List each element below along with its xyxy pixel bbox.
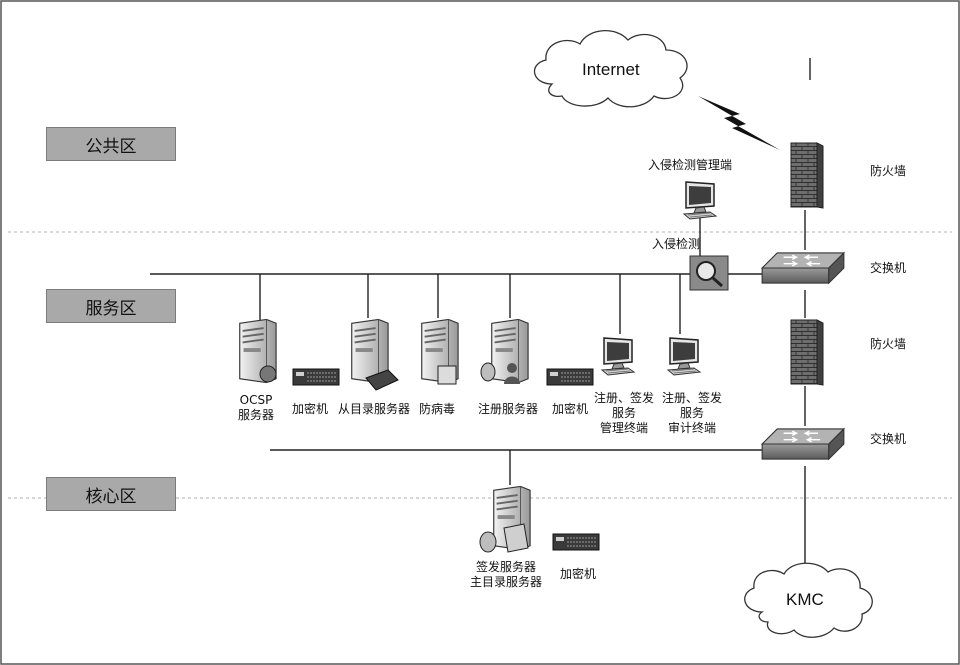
sign-server-icon xyxy=(479,485,532,553)
zone-label-core: 核心区 xyxy=(46,477,176,511)
management-terminal-label-line1: 注册、签发 xyxy=(594,391,655,405)
audit-terminal-label-line2: 服务 xyxy=(680,406,705,420)
zone-label-service: 服务区 xyxy=(46,289,176,323)
encryptor-2-label: 加密机 xyxy=(552,402,589,416)
sign-server-label-line1: 签发服务器 xyxy=(476,560,537,574)
antivirus-label: 防病毒 xyxy=(419,402,456,416)
firewall-mid-label: 防火墙 xyxy=(870,337,907,351)
management-terminal-monitor-icon xyxy=(601,337,635,376)
kmc-cloud-icon xyxy=(744,562,873,638)
management-terminal-label-line3: 管理终端 xyxy=(600,421,649,435)
firewall-top-label: 防火墙 xyxy=(870,164,907,178)
sign-server-label-line2: 主目录服务器 xyxy=(470,575,543,589)
switch-bottom-icon xyxy=(761,428,845,460)
registration-server-icon xyxy=(480,318,530,384)
firewall-mid-icon xyxy=(790,319,824,386)
switch-top-label: 交换机 xyxy=(870,261,907,275)
registration-server-label: 注册服务器 xyxy=(478,402,539,416)
internet-label: Internet xyxy=(582,60,640,79)
encryptor-3-icon xyxy=(552,533,600,551)
switch-bottom-label: 交换机 xyxy=(870,432,907,446)
lightning-icon xyxy=(698,96,780,150)
switch-top-icon xyxy=(761,252,845,284)
connection-lines xyxy=(150,58,811,570)
ocsp-label: OCSP 服务器 xyxy=(238,393,274,423)
ids-console-monitor-icon xyxy=(683,181,717,220)
slave-directory-server-label: 从目录服务器 xyxy=(338,402,411,416)
encryptor-2-icon xyxy=(546,368,594,386)
magnifier-icon xyxy=(689,255,729,291)
ids-label: 入侵检测 xyxy=(652,237,701,251)
audit-terminal-label: 注册、签发 服务 审计终端 xyxy=(662,391,722,436)
audit-terminal-label-line1: 注册、签发 xyxy=(662,391,723,405)
encryptor-3-label: 加密机 xyxy=(560,567,597,581)
ocsp-label-line1: OCSP xyxy=(239,393,273,407)
antivirus-server-icon xyxy=(420,318,460,385)
audit-terminal-label-line3: 审计终端 xyxy=(668,421,717,435)
management-terminal-label: 注册、签发 服务 管理终端 xyxy=(594,391,654,436)
firewall-top-icon xyxy=(790,142,824,209)
encryptor-1-icon xyxy=(292,368,340,386)
encryptor-1-label: 加密机 xyxy=(292,402,329,416)
ocsp-server-icon xyxy=(238,318,278,384)
slave-directory-server-icon xyxy=(350,318,399,391)
ids-console-label: 入侵检测管理端 xyxy=(648,158,733,172)
management-terminal-label-line2: 服务 xyxy=(612,406,637,420)
audit-terminal-monitor-icon xyxy=(667,337,701,376)
sign-server-label: 签发服务器 主目录服务器 xyxy=(470,560,542,590)
kmc-label: KMC xyxy=(786,590,824,609)
ocsp-label-line2: 服务器 xyxy=(238,408,275,422)
zone-label-public: 公共区 xyxy=(46,127,176,161)
internet-cloud-icon xyxy=(534,29,688,108)
